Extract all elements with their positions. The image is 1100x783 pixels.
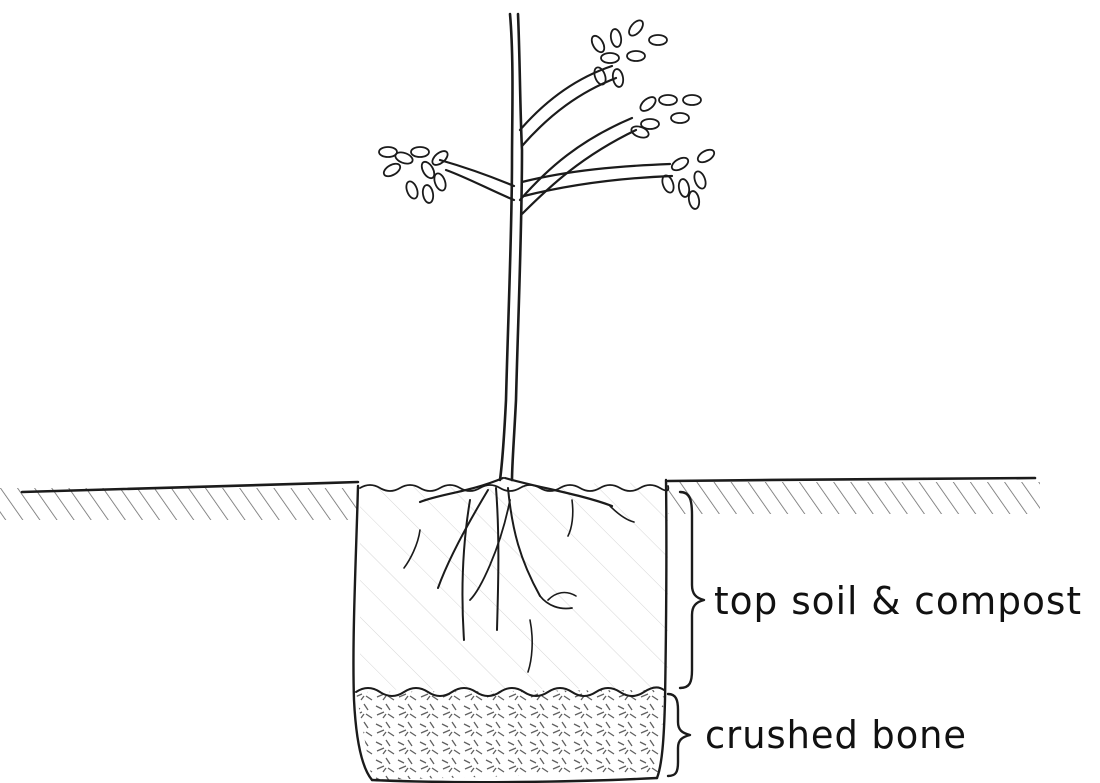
brace-crushed-bone [668, 694, 690, 776]
label-top-soil-compost: top soil & compost [714, 579, 1082, 623]
tree-trunk [440, 14, 672, 480]
brace-top-soil [680, 492, 704, 688]
crushed-bone-layer [356, 687, 664, 782]
label-crushed-bone: crushed bone [705, 713, 967, 757]
tree-leaves [379, 18, 716, 210]
